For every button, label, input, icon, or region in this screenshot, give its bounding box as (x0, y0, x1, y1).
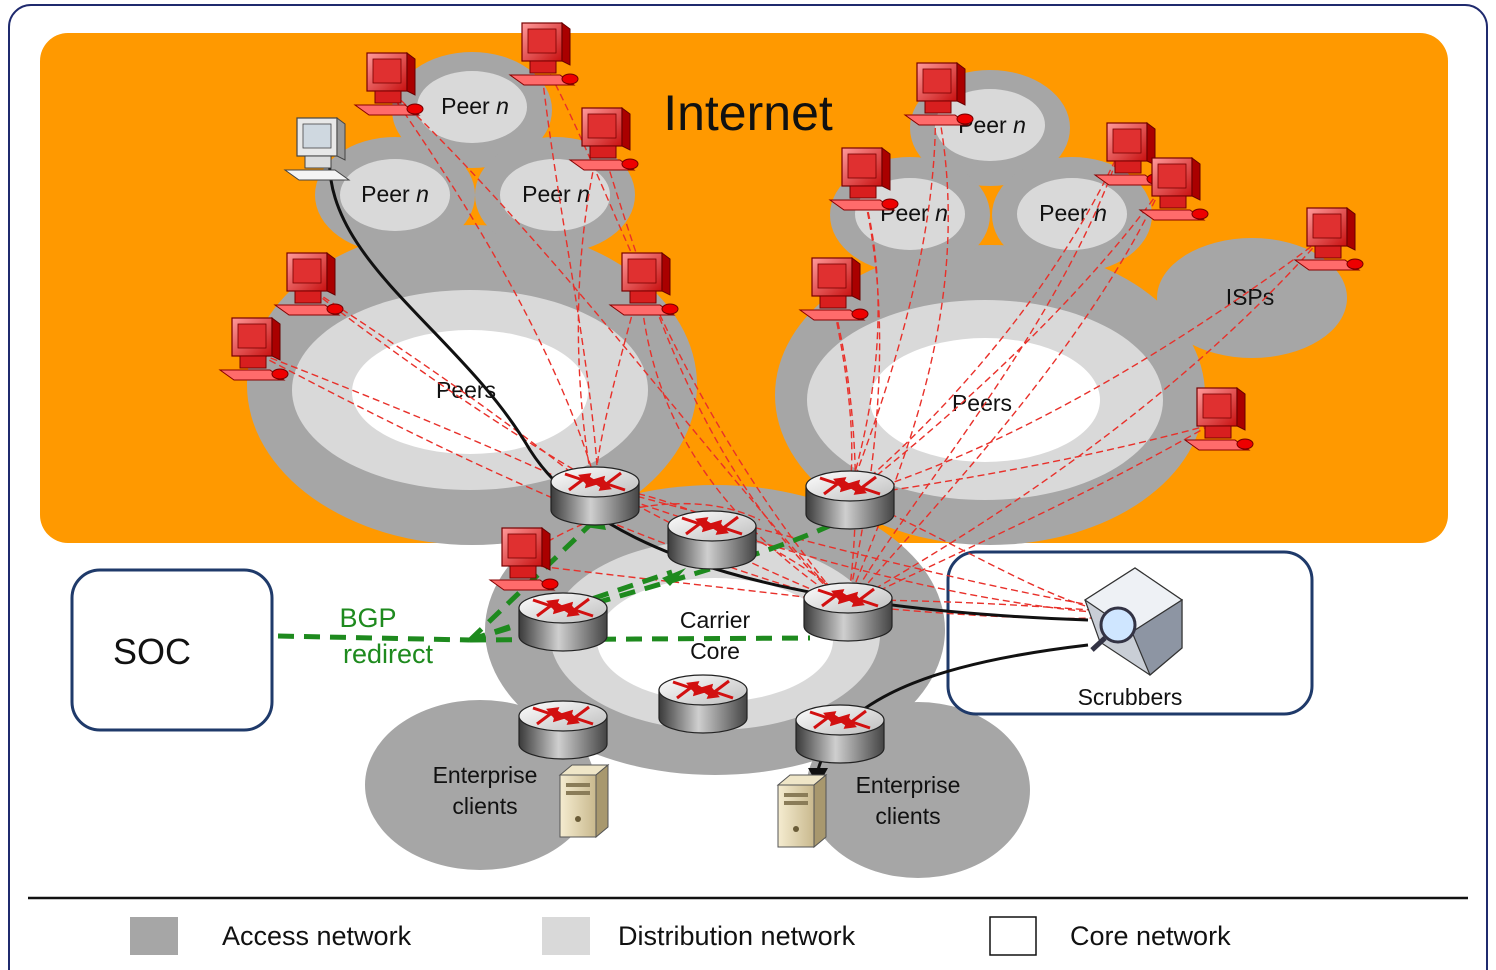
enterprise-label-right-line2: clients (875, 803, 940, 829)
carrier-core-label-line2: Core (690, 638, 740, 664)
attack-traffic-lines (249, 54, 1321, 620)
legend-swatch-access (130, 917, 178, 955)
router-icon (804, 469, 896, 531)
router-icon (802, 581, 894, 643)
internet-label: Internet (663, 85, 833, 141)
router-icon (517, 699, 609, 761)
enterprise-server-icon (777, 774, 827, 848)
peer-label: Peer n (361, 181, 429, 207)
peer-label: Peer n (1039, 200, 1107, 226)
enterprise-label-left-line1: Enterprise (433, 762, 538, 788)
bgp-label-line2: redirect (343, 639, 434, 669)
legend-swatch-distribution (542, 917, 590, 955)
legend-core-label: Core network (1070, 921, 1231, 951)
scrubbers-label: Scrubbers (1078, 684, 1183, 710)
carrier-core-label-line1: Carrier (680, 607, 751, 633)
peer-label: Peer n (522, 181, 590, 207)
peer-labels: Peer n Peer n Peer n Peer n Peer n Peer … (361, 93, 1107, 226)
soc-label: SOC (113, 631, 191, 672)
router-icon (794, 703, 886, 765)
legend-access-label: Access network (222, 921, 412, 951)
legend-distribution-label: Distribution network (618, 921, 856, 951)
legend-swatch-core (989, 916, 1037, 956)
enterprise-label-left-line2: clients (452, 793, 517, 819)
router-icon (517, 591, 609, 653)
enterprise-server-icon (559, 764, 609, 838)
bgp-label-line1: BGP (339, 603, 396, 633)
router-icon (666, 509, 758, 571)
peer-label: Peer n (441, 93, 509, 119)
enterprise-label-right-line1: Enterprise (856, 772, 961, 798)
bgp-arrowhead (662, 568, 686, 586)
soc-box (70, 568, 274, 732)
scrubber-icon (1083, 567, 1184, 676)
router-icon (549, 465, 641, 527)
router-icon (657, 673, 749, 735)
